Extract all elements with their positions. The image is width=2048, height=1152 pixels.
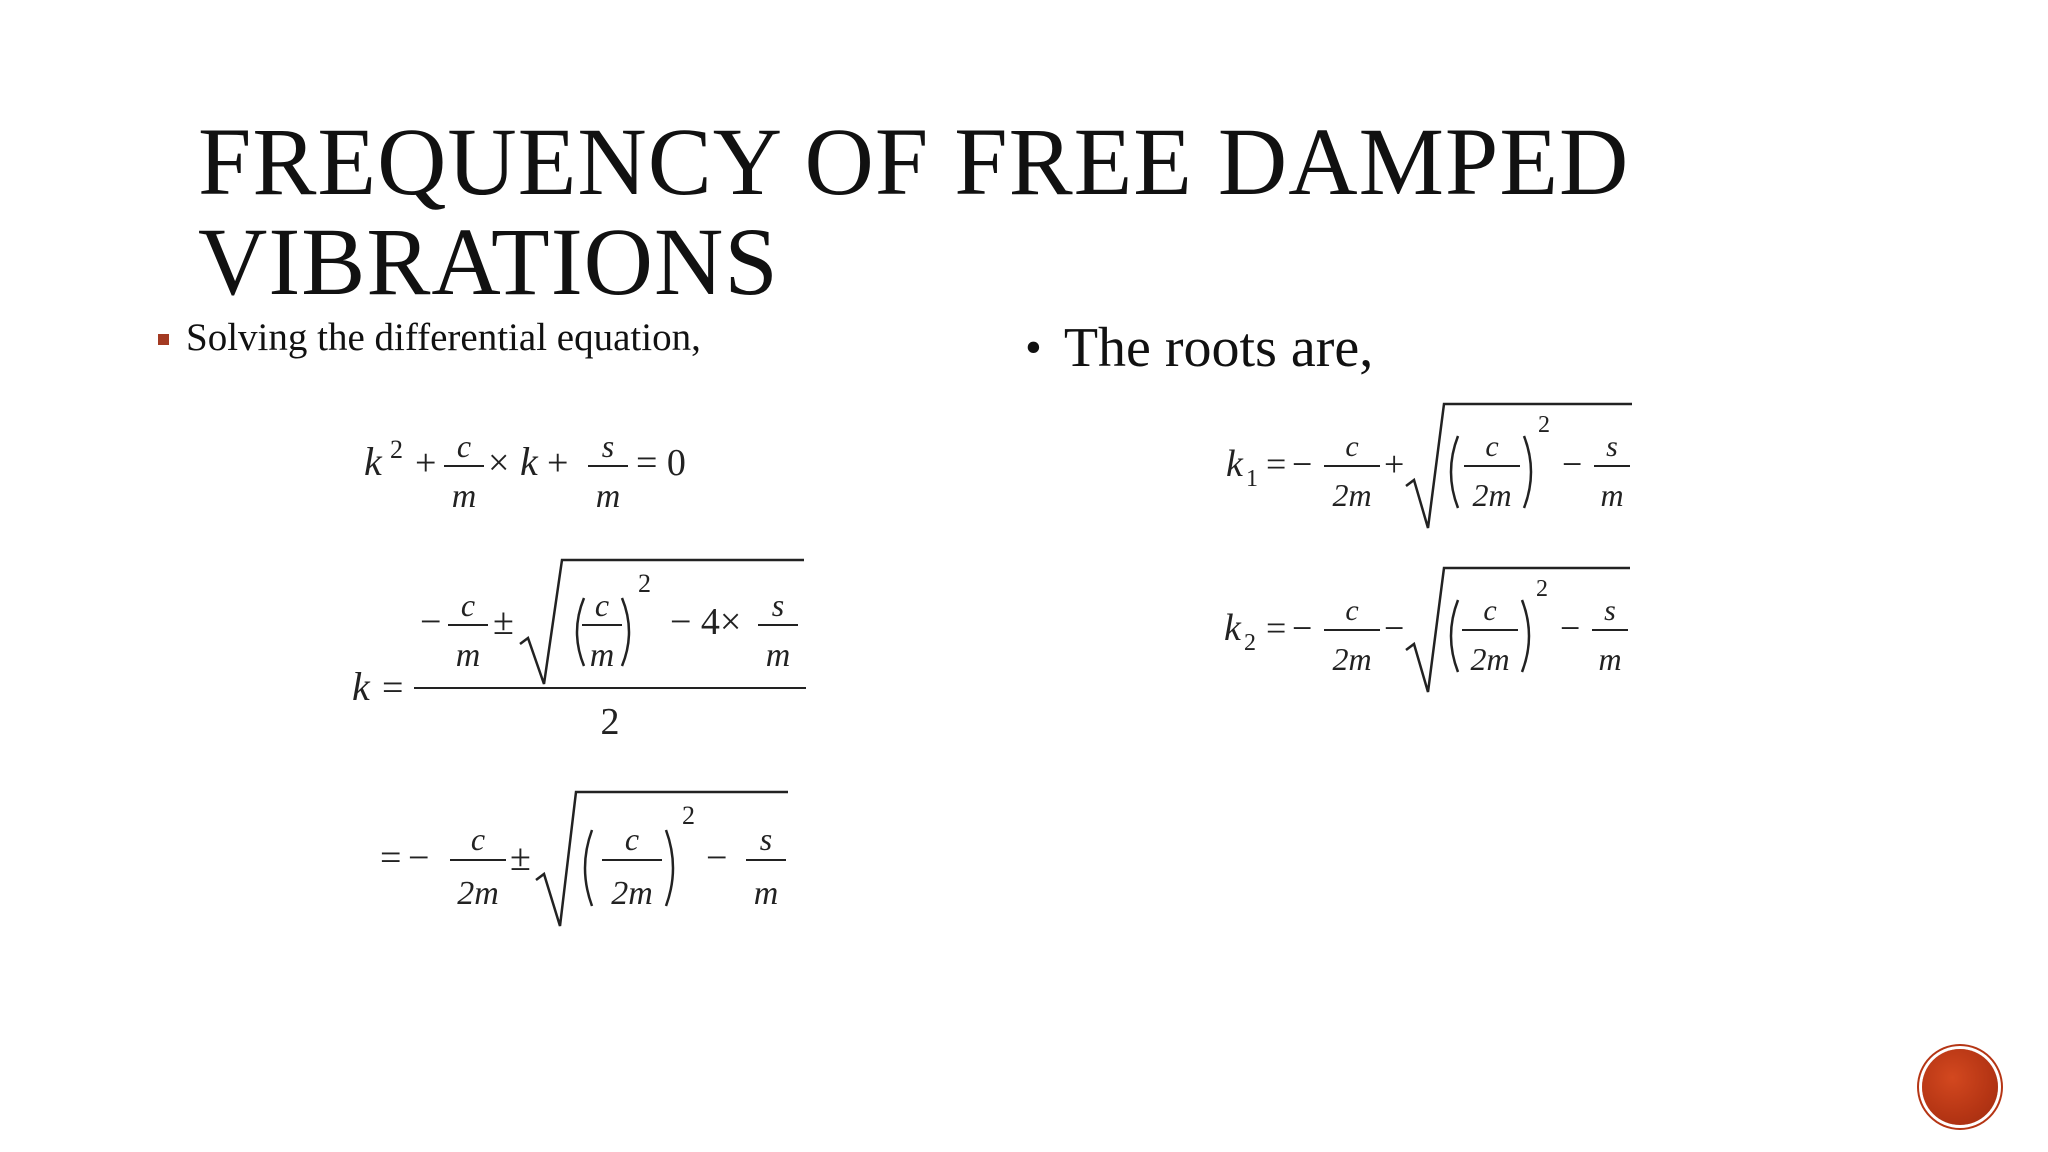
k2-2m: 2m: [1332, 641, 1371, 677]
corner-badge-icon: [1922, 1049, 1998, 1125]
equation-root-k1: k 1 = − c 2m + c 2m 2 − s m: [1226, 402, 1632, 529]
right-bullet-text: The roots are,: [1063, 317, 1374, 379]
eq3-c2: c: [625, 821, 639, 857]
eq2-sqrt-sign: [519, 558, 804, 685]
eq3-equals: =: [380, 837, 401, 879]
left-bullet: Solving the differential equation,: [158, 314, 701, 362]
k1-c: c: [1345, 430, 1358, 463]
k2-minus: −: [1292, 608, 1312, 648]
k2-m: m: [1598, 641, 1621, 677]
eq2-exponent: 2: [638, 569, 651, 598]
title-line-2: VIBRATIONS: [198, 208, 779, 315]
k1-minus: −: [1292, 444, 1312, 484]
eq1-s: s: [602, 428, 614, 464]
k2-sqrt-sign: [1405, 566, 1630, 693]
eq2-right-paren: [620, 597, 631, 667]
k1-k: k: [1226, 443, 1244, 485]
eq3-m: m: [754, 875, 779, 912]
k2-exponent: 2: [1536, 576, 1548, 602]
eq3-minus2: −: [706, 837, 727, 879]
k1-equals: =: [1266, 444, 1286, 484]
equation-simplified: = − c 2m ± c 2m 2 − s m: [380, 790, 788, 927]
eq3-2m: 2m: [457, 875, 499, 912]
left-bullet-text: Solving the differential equation,: [186, 316, 701, 359]
title-line-1: FREQUENCY OF FREE DAMPED: [198, 108, 1630, 215]
k1-c2: c: [1485, 430, 1498, 463]
eq2-c2: c: [595, 587, 609, 623]
eq3-right-paren: [664, 829, 675, 907]
eq2-s: s: [772, 587, 784, 623]
k1-plus: +: [1384, 444, 1404, 484]
round-bullet-icon: •: [1025, 321, 1042, 374]
slide-title: FREQUENCY OF FREE DAMPED VIBRATIONS: [198, 112, 1898, 312]
eq3-c: c: [471, 821, 485, 857]
eq1-exponent: 2: [390, 435, 403, 464]
k2-s: s: [1604, 594, 1616, 627]
eq3-minus: −: [408, 837, 429, 879]
eq2-denominator-two: 2: [601, 701, 620, 743]
eq2-minus: −: [420, 601, 441, 643]
k1-minus2: −: [1562, 444, 1582, 484]
k1-left-paren: [1449, 435, 1460, 509]
square-bullet-icon: [158, 333, 169, 345]
eq2-left-paren: [575, 597, 586, 667]
eq1-equals-zero: = 0: [636, 442, 686, 484]
eq2-minus-four-times: − 4×: [670, 601, 741, 643]
eq1-k2: k: [520, 439, 539, 484]
eq2-equals: =: [382, 667, 403, 709]
k2-k: k: [1224, 607, 1242, 649]
eq2-k: k: [352, 664, 371, 709]
right-bullet: • The roots are,: [1025, 316, 1373, 380]
k2-equals: =: [1266, 608, 1286, 648]
k2-left-paren: [1449, 599, 1460, 673]
equation-quadratic-formula: k = − c m ± c m 2 − 4× s m 2: [352, 558, 806, 743]
eq3-2m2: 2m: [611, 875, 653, 912]
eq1-plus: +: [415, 442, 436, 484]
k2-minus-op: −: [1384, 608, 1404, 648]
k2-c2: c: [1483, 594, 1496, 627]
equation-characteristic: k 2 + c m × k + s m = 0: [364, 428, 686, 515]
equation-root-k2: k 2 = − c 2m − c 2m 2 − s m: [1224, 566, 1630, 693]
k2-2m2: 2m: [1470, 641, 1509, 677]
k1-sqrt-sign: [1405, 402, 1632, 529]
k2-c: c: [1345, 594, 1358, 627]
eq1-m2: m: [596, 478, 621, 515]
k1-2m2: 2m: [1472, 477, 1511, 513]
eq2-m3: m: [766, 637, 791, 674]
k1-subscript: 1: [1246, 466, 1258, 492]
eq2-m2: m: [590, 637, 615, 674]
eq3-s: s: [760, 821, 772, 857]
k2-subscript: 2: [1244, 630, 1256, 656]
eq2-c: c: [461, 587, 475, 623]
eq1-m: m: [452, 478, 477, 515]
k1-exponent: 2: [1538, 412, 1550, 438]
k1-m: m: [1600, 477, 1623, 513]
eq1-plus2: +: [547, 442, 568, 484]
eq1-k: k: [364, 439, 383, 484]
eq3-plus-minus: ±: [510, 837, 531, 879]
eq3-exponent: 2: [682, 801, 695, 830]
k1-2m: 2m: [1332, 477, 1371, 513]
k1-s: s: [1606, 430, 1618, 463]
eq3-left-paren: [583, 829, 594, 907]
eq1-c: c: [457, 428, 471, 464]
k1-right-paren: [1522, 435, 1533, 509]
k2-minus2: −: [1560, 608, 1580, 648]
eq2-plus-minus: ±: [493, 601, 514, 643]
eq1-times: ×: [488, 442, 509, 484]
eq3-sqrt-sign: [535, 790, 788, 927]
k2-right-paren: [1520, 599, 1531, 673]
eq2-m: m: [456, 637, 481, 674]
